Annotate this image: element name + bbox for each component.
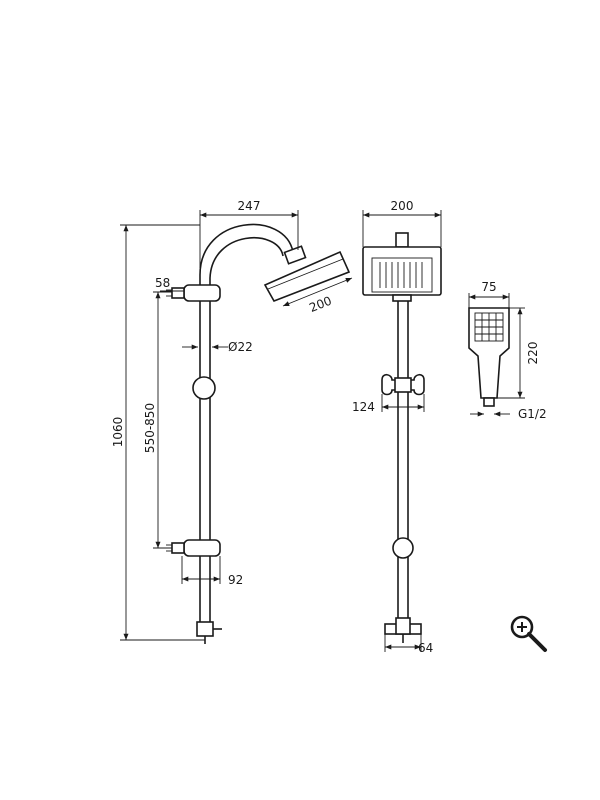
side-wall-bracket-top (166, 284, 221, 302)
dim-wall-offset-bottom: 92 (228, 573, 243, 587)
side-view: 1060 550-850 247 200 58 Ø22 92 (111, 199, 353, 644)
dim-inlet-width: 64 (418, 641, 433, 655)
dim-hand-width: 75 (481, 280, 496, 294)
hand-shower-view: 75 220 G1/2 (468, 280, 547, 421)
hand-shower (468, 307, 510, 407)
front-bottom-inlet (384, 617, 422, 643)
dim-arm-reach: 247 (238, 199, 261, 213)
dim-pipe-diameter: Ø22 (228, 340, 253, 354)
dim-wall-offset-top: 58 (155, 276, 170, 290)
dim-hand-height: 220 (526, 342, 540, 365)
front-head-nozzle-grid (379, 262, 423, 288)
dim-thread: G1/2 (518, 407, 547, 421)
side-slider-ring (192, 376, 216, 400)
dim-head-width-front: 200 (391, 199, 414, 213)
dim-holder-width: 124 (352, 400, 375, 414)
front-hand-holder (381, 373, 425, 396)
zoom-in-icon[interactable] (510, 615, 547, 652)
side-wall-bracket-bottom (166, 539, 221, 557)
side-shower-head (263, 245, 351, 302)
front-shower-head (362, 232, 442, 302)
dim-head-width-side: 200 (307, 294, 333, 316)
side-bottom-outlet (196, 621, 222, 644)
front-view: 200 124 64 (352, 199, 442, 655)
dim-total-height: 1060 (111, 417, 125, 448)
front-slider-ring (392, 537, 414, 559)
dim-bracket-range: 550-850 (143, 403, 157, 453)
